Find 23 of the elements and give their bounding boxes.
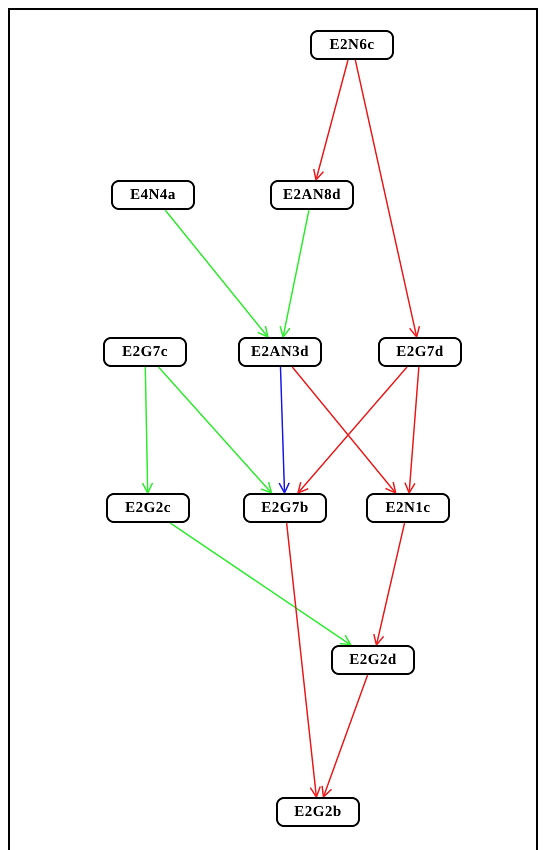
- node-box: E2AN3d: [238, 337, 322, 367]
- arrow: [321, 674, 368, 798]
- node-box: E2AN8d: [270, 180, 354, 210]
- arrow: [158, 366, 272, 494]
- arrow: [354, 60, 420, 338]
- node-box: E2G2c: [106, 493, 190, 523]
- node-box: E2G2b: [276, 797, 360, 827]
- node-box: E2N6c: [310, 30, 394, 60]
- arrow: [279, 210, 310, 338]
- arrow: [278, 366, 290, 494]
- node-box: E2G2d: [331, 645, 415, 675]
- arrow: [142, 366, 154, 494]
- node-box: E4N4a: [111, 180, 195, 210]
- arrow: [170, 522, 352, 646]
- node-box: E2G7d: [378, 337, 462, 367]
- arrow: [373, 522, 406, 646]
- arrow: [164, 210, 269, 338]
- node-box: E2N1c: [366, 493, 450, 523]
- node-box: E2G7b: [243, 493, 327, 523]
- arrow: [286, 522, 322, 798]
- node-box: E2G7c: [103, 337, 187, 367]
- arrow: [313, 60, 349, 181]
- arrow: [404, 366, 420, 494]
